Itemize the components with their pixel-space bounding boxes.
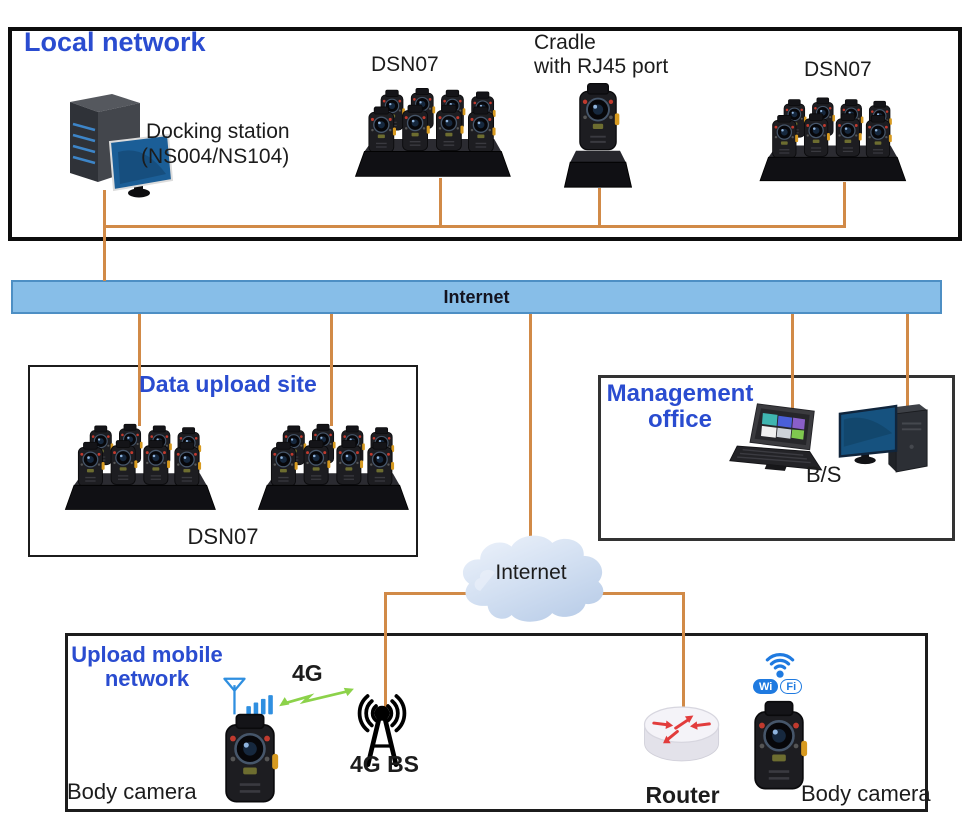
dock-dsn07-upload-left-icon — [62, 418, 217, 513]
cradle-icon — [554, 80, 642, 190]
body-camera-right-label: Body camera — [801, 781, 931, 806]
upload-mobile-title-line2: network — [104, 666, 190, 691]
connector-server-to-bar — [103, 190, 106, 281]
bs-label: B/S — [806, 462, 842, 487]
body-camera-right-icon — [750, 700, 808, 792]
internet-bar-label: Internet — [443, 286, 510, 307]
local-network-title: Local network — [24, 27, 206, 57]
docking-station-label-line1: Docking station — [146, 120, 290, 143]
body-camera-left-label: Body camera — [67, 779, 197, 804]
desktop-icon — [838, 400, 930, 478]
connector-bar-to-desktop — [906, 314, 909, 414]
connector-bar-to-dock3 — [138, 314, 141, 426]
wifi-icon — [752, 645, 808, 679]
connector-bar-to-dock4 — [330, 314, 333, 426]
upload-mobile-title-line1: Upload mobile — [71, 642, 223, 667]
docking-station-label-line2: (NS004/NS104) — [141, 145, 290, 168]
4g-label: 4G — [292, 660, 323, 686]
cradle-label-line1: Cradle — [534, 31, 596, 54]
wifi-badge-wi: Wi — [753, 679, 779, 694]
data-upload-site-box — [28, 365, 418, 557]
connector-bar-to-cloud — [529, 314, 532, 548]
cradle-label-line2: with RJ45 port — [534, 55, 669, 78]
router-label: Router — [645, 782, 720, 808]
dock-dsn07-right-icon — [756, 92, 908, 184]
connector-local-bus — [103, 225, 846, 228]
wifi-badge: Wi Fi — [753, 679, 803, 694]
data-upload-dock-caption: DSN07 — [187, 524, 259, 549]
management-office-box — [598, 375, 955, 541]
local-network-box — [8, 27, 962, 241]
upload-mobile-network-box — [65, 633, 928, 812]
management-office-title-line1: Management — [606, 380, 754, 407]
wifi-badge-fi: Fi — [780, 679, 803, 694]
connector-dock-right — [843, 182, 846, 226]
connector-cradle — [598, 188, 601, 226]
connector-cloud-to-4gbs — [384, 592, 387, 710]
body-camera-left-icon — [221, 712, 279, 806]
dsn07-right-label: DSN07 — [804, 58, 872, 81]
router-icon — [642, 700, 722, 768]
internet-cloud-label: Internet — [495, 561, 567, 584]
management-office-title-line2: office — [647, 406, 712, 433]
connector-dock-left — [439, 178, 442, 226]
connector-bar-to-laptop — [791, 314, 794, 414]
dock-dsn07-left-icon — [352, 82, 512, 180]
data-upload-site-title: Data upload site — [139, 371, 317, 397]
dsn07-left-label: DSN07 — [371, 53, 439, 76]
dock-dsn07-upload-right-icon — [255, 418, 410, 513]
connector-cloud-to-router — [682, 592, 685, 712]
4g-bs-label: 4G BS — [350, 751, 420, 777]
internet-bar: Internet — [11, 280, 942, 314]
